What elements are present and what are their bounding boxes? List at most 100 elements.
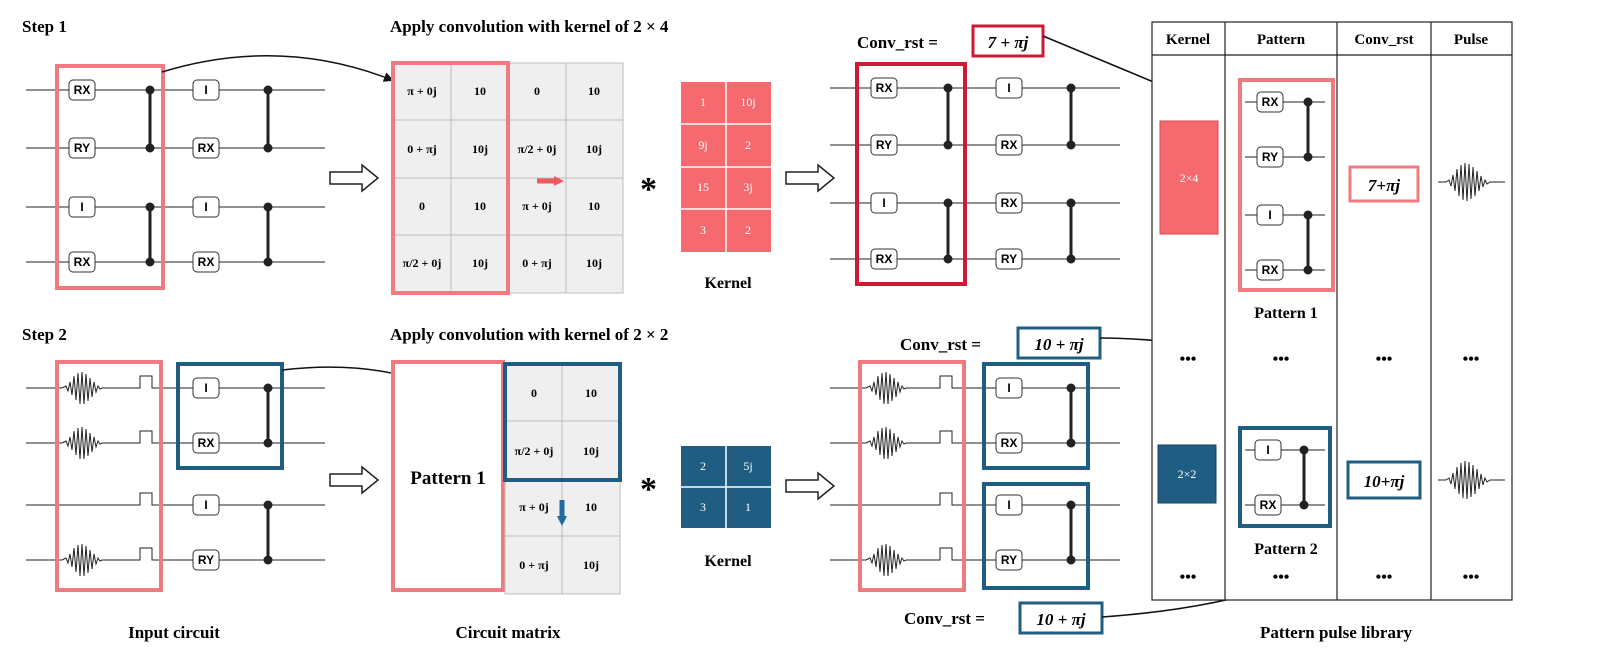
conv-rst-value-step1: 7 + πj <box>988 33 1029 52</box>
library-pattern-1-label: Pattern 1 <box>1254 305 1318 322</box>
library-conv-value-1: 7+πj <box>1368 176 1400 195</box>
highlight-box-step2-output-pattern <box>858 360 966 592</box>
kernel-cell: 1 <box>745 500 751 514</box>
library-dots: ••• <box>1376 351 1393 368</box>
gate-ry: RY <box>876 138 892 152</box>
matrix-cell: 0 <box>534 84 540 98</box>
gate-i: I <box>1268 208 1271 222</box>
matrix-cell: π + 0j <box>519 500 548 514</box>
matrix-cell: π/2 + 0j <box>403 256 442 270</box>
conv-rst-box-step2 <box>1016 326 1102 360</box>
caption-library: Pattern pulse library <box>1260 623 1413 642</box>
library-dots: ••• <box>1180 569 1197 586</box>
library-header-kernel: Kernel <box>1166 32 1210 48</box>
library-pattern-2-gates: I RX <box>1254 439 1282 516</box>
convolution-star-2: * <box>640 471 657 508</box>
gate-i: I <box>204 83 207 97</box>
library-pattern-2-label: Pattern 2 <box>1254 541 1318 558</box>
caption-circuit-matrix: Circuit matrix <box>456 623 561 642</box>
kernel-step2: 2 5j 3 1 <box>681 446 771 528</box>
library-header-conv: Conv_rst <box>1354 32 1413 48</box>
library-dots: ••• <box>1273 569 1290 586</box>
gate-rx: RX <box>876 81 893 95</box>
matrix-cell: 10 <box>474 199 486 213</box>
arrow-input-to-matrix-step1 <box>161 55 394 82</box>
gate-rx: RX <box>876 252 893 266</box>
highlight-box-step1-input <box>55 64 165 290</box>
matrix-cell: 10 <box>585 386 597 400</box>
convolution-star: * <box>640 171 657 208</box>
matrix-cell: 10 <box>585 500 597 514</box>
gate-i: I <box>80 200 83 214</box>
library-pattern-1-gates: RX RY I RX <box>1256 91 1284 281</box>
gate-i: I <box>882 196 885 210</box>
gate-rx: RX <box>74 83 91 97</box>
kernel-cell: 3 <box>700 500 706 514</box>
kernel-cell: 9j <box>698 138 707 152</box>
gate-i: I <box>1007 81 1010 95</box>
output-circuit-step1 <box>830 83 1120 264</box>
gates-step2: I RX I RY <box>192 377 220 571</box>
conv-rst-value-step2: 10 + πj <box>1034 335 1083 354</box>
conv-rst-label-step1: Conv_rst = <box>857 33 938 52</box>
kernel-cell: 10j <box>740 95 755 109</box>
gates-step1-output: RX RY I RX I RX RX RY <box>870 77 1023 270</box>
conv-rst-label-step2: Conv_rst = <box>900 335 981 354</box>
pattern-label-step2: Pattern 1 <box>410 468 485 489</box>
library-pattern-2 <box>1245 445 1325 510</box>
library-dots: ••• <box>1463 351 1480 368</box>
matrix-cell: 0 <box>531 386 537 400</box>
conv-rst-box-step2-bottom <box>1018 601 1104 635</box>
library-dots: ••• <box>1463 569 1480 586</box>
gate-rx: RX <box>198 436 215 450</box>
matrix-cell: π/2 + 0j <box>518 142 557 156</box>
library-conv-value-2: 10+πj <box>1364 472 1405 491</box>
kernel-step1: 1 10j 9j 2 15 3j 3 2 <box>681 82 771 252</box>
kernel-cell: 2 <box>745 138 751 152</box>
gate-i: I <box>1266 443 1269 457</box>
hollow-arrow-step2b <box>785 471 836 501</box>
gate-ry: RY <box>74 141 90 155</box>
pulse-waveforms-step2 <box>61 371 103 577</box>
library-kernel-swatch-2 <box>1157 444 1217 504</box>
library-pattern-2-box <box>1238 426 1332 528</box>
pulse-icon <box>865 426 907 460</box>
library-pattern-1-box <box>1238 78 1335 292</box>
matrix-cell: 10j <box>472 256 488 270</box>
pulse-icon <box>61 371 103 405</box>
conv-rst-value-step2-bottom: 10 + πj <box>1036 610 1085 629</box>
library-kernel-label-2: 2×2 <box>1178 467 1197 481</box>
matrix-cell: 10 <box>474 84 486 98</box>
matrix-cell: 10j <box>583 444 599 458</box>
gate-rx: RX <box>1262 263 1279 277</box>
step2-label: Step 2 <box>22 325 67 344</box>
matrix-cell: 0 + πj <box>522 256 551 270</box>
pulse-icon <box>61 426 103 460</box>
library-dots: ••• <box>1273 351 1290 368</box>
library-conv-box-2 <box>1346 460 1422 500</box>
highlight-box-step2-input-pattern <box>55 360 163 592</box>
output-circuit-step2 <box>830 371 1120 577</box>
library-dots: ••• <box>1180 351 1197 368</box>
input-circuit-step1 <box>26 85 325 267</box>
matrix-cell: π + 0j <box>522 199 551 213</box>
gate-rx: RX <box>1001 436 1018 450</box>
pulse-icon <box>865 543 907 577</box>
kernel-cell: 5j <box>743 459 752 473</box>
library-kernel-label-1: 2×4 <box>1180 171 1199 185</box>
matrix-cell: 10j <box>583 558 599 572</box>
matrix-cell: π/2 + 0j <box>515 444 554 458</box>
gates-step1: RX RY I RX I RX I RX <box>68 79 220 273</box>
conv-rst-box-step1 <box>971 24 1045 58</box>
highlight-box-step1-matrix <box>391 61 510 295</box>
library-dots: ••• <box>1376 569 1393 586</box>
pulse-icon <box>61 543 103 577</box>
matrix-cell: 0 + πj <box>519 558 548 572</box>
gate-i: I <box>1007 381 1010 395</box>
kernel-label-step1: Kernel <box>704 275 752 292</box>
library-header-pulse: Pulse <box>1454 32 1489 48</box>
kernel-cell: 3j <box>743 180 752 194</box>
matrix-cell: π + 0j <box>407 84 436 98</box>
highlight-box-step1-output <box>855 62 967 286</box>
gate-rx: RX <box>198 255 215 269</box>
